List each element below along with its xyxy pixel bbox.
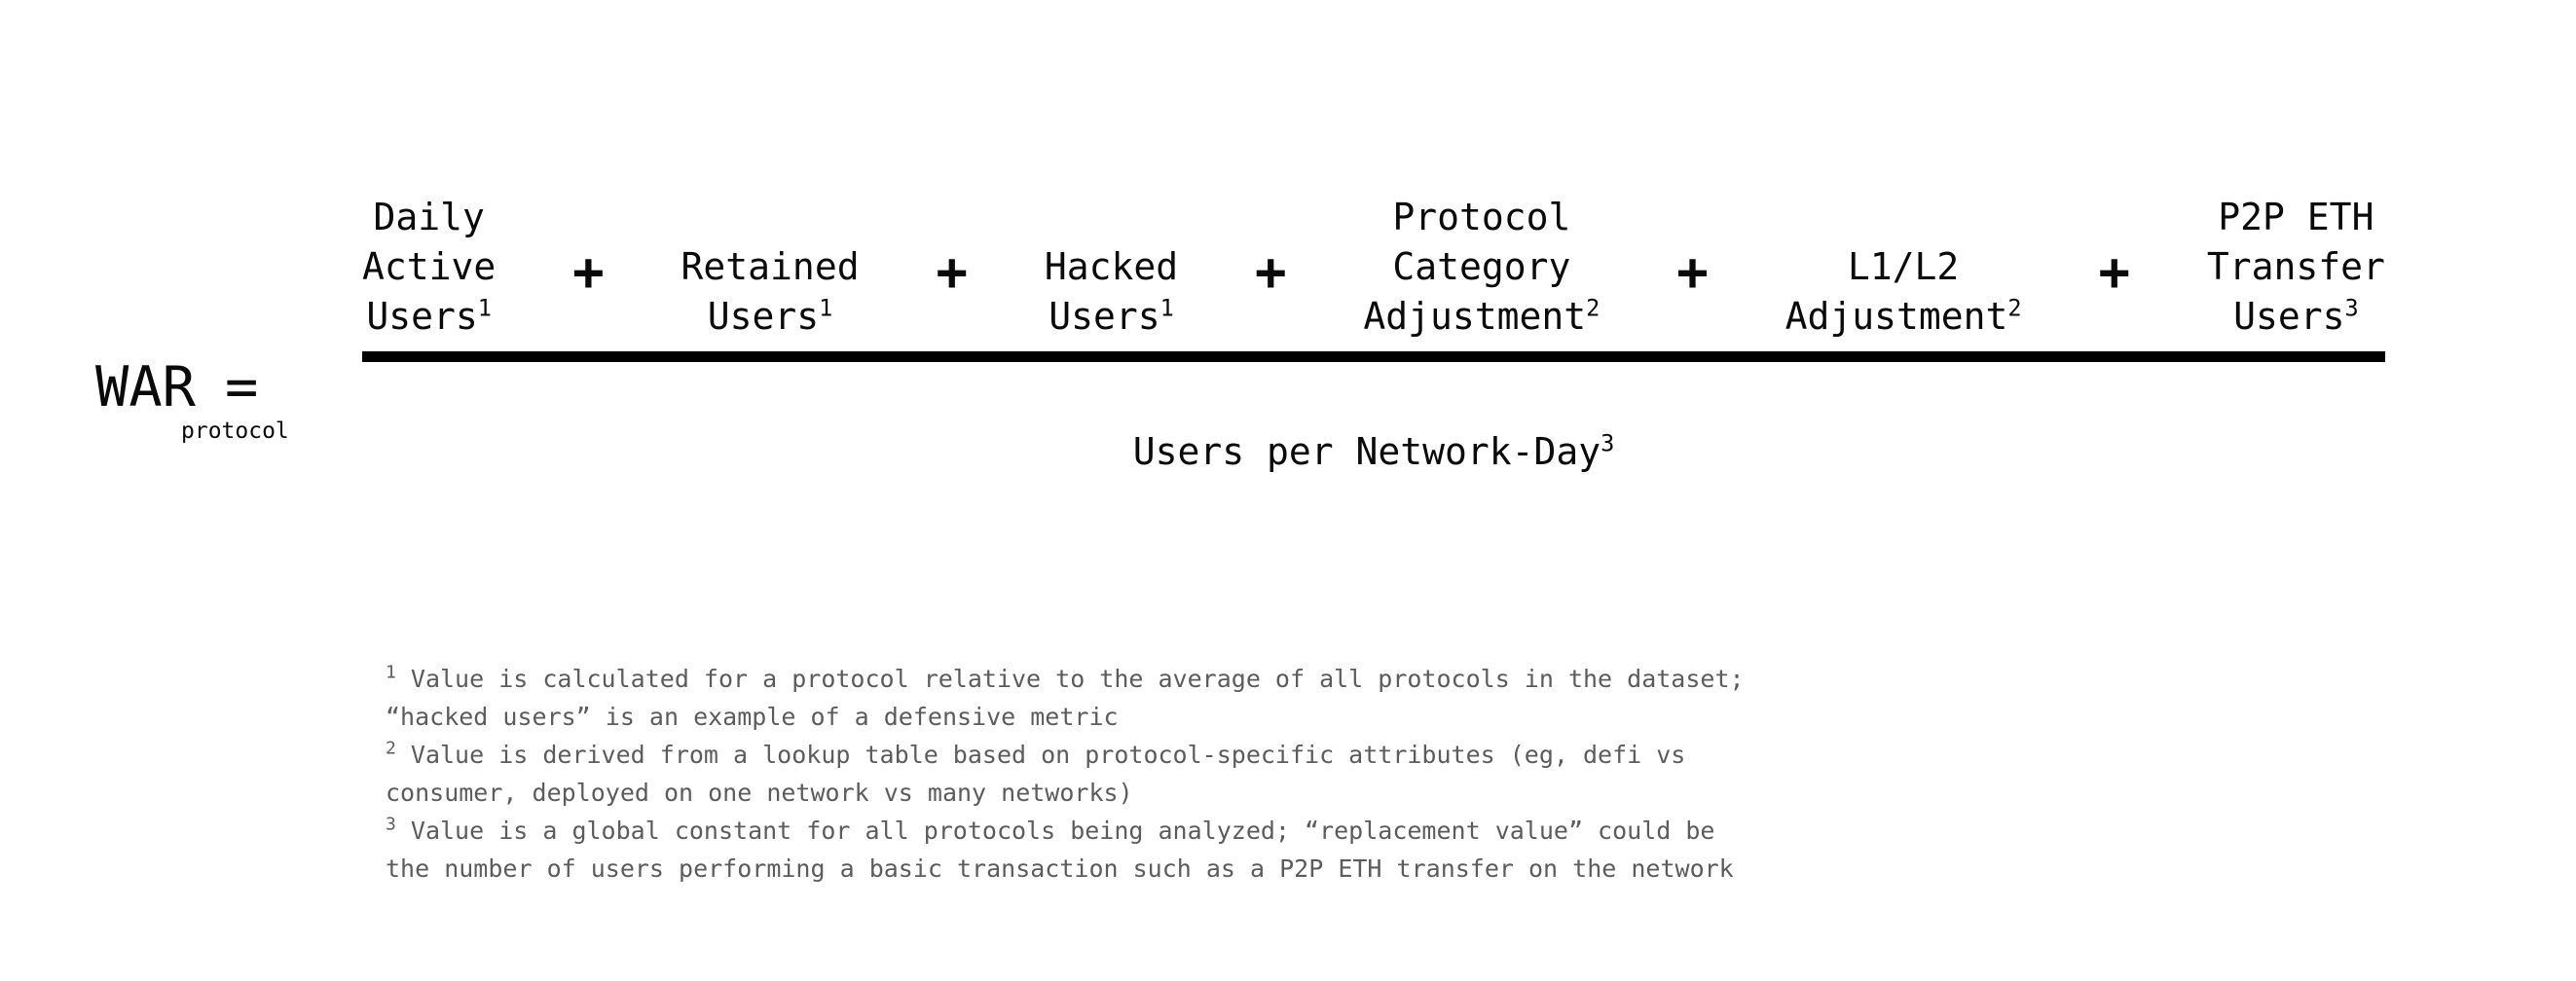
term-line: P2P ETH — [2218, 196, 2374, 238]
war-term: WAR protocol — [95, 355, 289, 444]
footnote-marker: 1 — [386, 662, 396, 683]
denominator-text: Users per Network-Day — [1132, 430, 1601, 473]
footnote-2: 2 Value is derived from a lookup table b… — [386, 736, 2041, 812]
plus-operator-3: + — [1255, 241, 1287, 303]
footnote-line: the number of users performing a basic t… — [386, 854, 1734, 883]
term-line: Adjustment2 — [1785, 294, 2022, 338]
term-superscript: 3 — [2344, 294, 2359, 322]
footnote-3: 3 Value is a global constant for all pro… — [386, 812, 2041, 888]
plus-operator-4: + — [1676, 241, 1709, 303]
plus-operator-2: + — [936, 241, 968, 303]
footnote-1: 1 Value is calculated for a protocol rel… — [386, 660, 2041, 736]
term-line: Transfer — [2206, 245, 2385, 288]
term-line: Daily — [373, 196, 485, 238]
term-superscript: 1 — [1159, 294, 1174, 322]
formula-left-hand-side: WAR protocol = — [95, 355, 289, 475]
term-line: Hacked — [1044, 245, 1179, 288]
term-line: Retained — [681, 245, 860, 288]
footnote-marker: 3 — [386, 814, 396, 835]
plus-operator-5: + — [2098, 241, 2130, 303]
term-line: Active — [362, 245, 497, 288]
term-superscript: 2 — [1586, 294, 1601, 322]
term-line: L1/L2 — [1847, 245, 1960, 288]
term-line: Category — [1392, 245, 1571, 288]
footnote-line: 2 Value is derived from a lookup table b… — [386, 738, 1686, 769]
footnotes: 1 Value is calculated for a protocol rel… — [386, 660, 2041, 888]
war-subscript-protocol: protocol — [181, 418, 289, 444]
term-superscript: 1 — [477, 294, 492, 322]
fraction-bar — [362, 351, 2385, 362]
term-line: Adjustment2 — [1363, 294, 1601, 338]
footnote-line: “hacked users” is an example of a defens… — [386, 703, 1119, 731]
term-line: Users3 — [2233, 294, 2359, 338]
footnote-line: consumer, deployed on one network vs man… — [386, 779, 1133, 807]
term-line: Users1 — [366, 294, 492, 338]
term-superscript: 1 — [819, 294, 833, 322]
footnote-marker: 2 — [386, 738, 396, 759]
plus-operator-1: + — [572, 241, 605, 303]
equals-sign: = — [224, 355, 259, 419]
denominator: Users per Network-Day3 — [362, 428, 2385, 475]
term-superscript: 2 — [2007, 294, 2022, 322]
term-line: Users1 — [1049, 294, 1174, 338]
term-line: Users1 — [707, 294, 833, 338]
footnote-line: 1 Value is calculated for a protocol rel… — [386, 662, 1745, 693]
denominator-superscript: 3 — [1601, 429, 1615, 457]
footnote-line: 3 Value is a global constant for all pro… — [386, 814, 1715, 845]
term-line: Protocol — [1392, 196, 1571, 238]
war-label: WAR — [95, 355, 196, 419]
